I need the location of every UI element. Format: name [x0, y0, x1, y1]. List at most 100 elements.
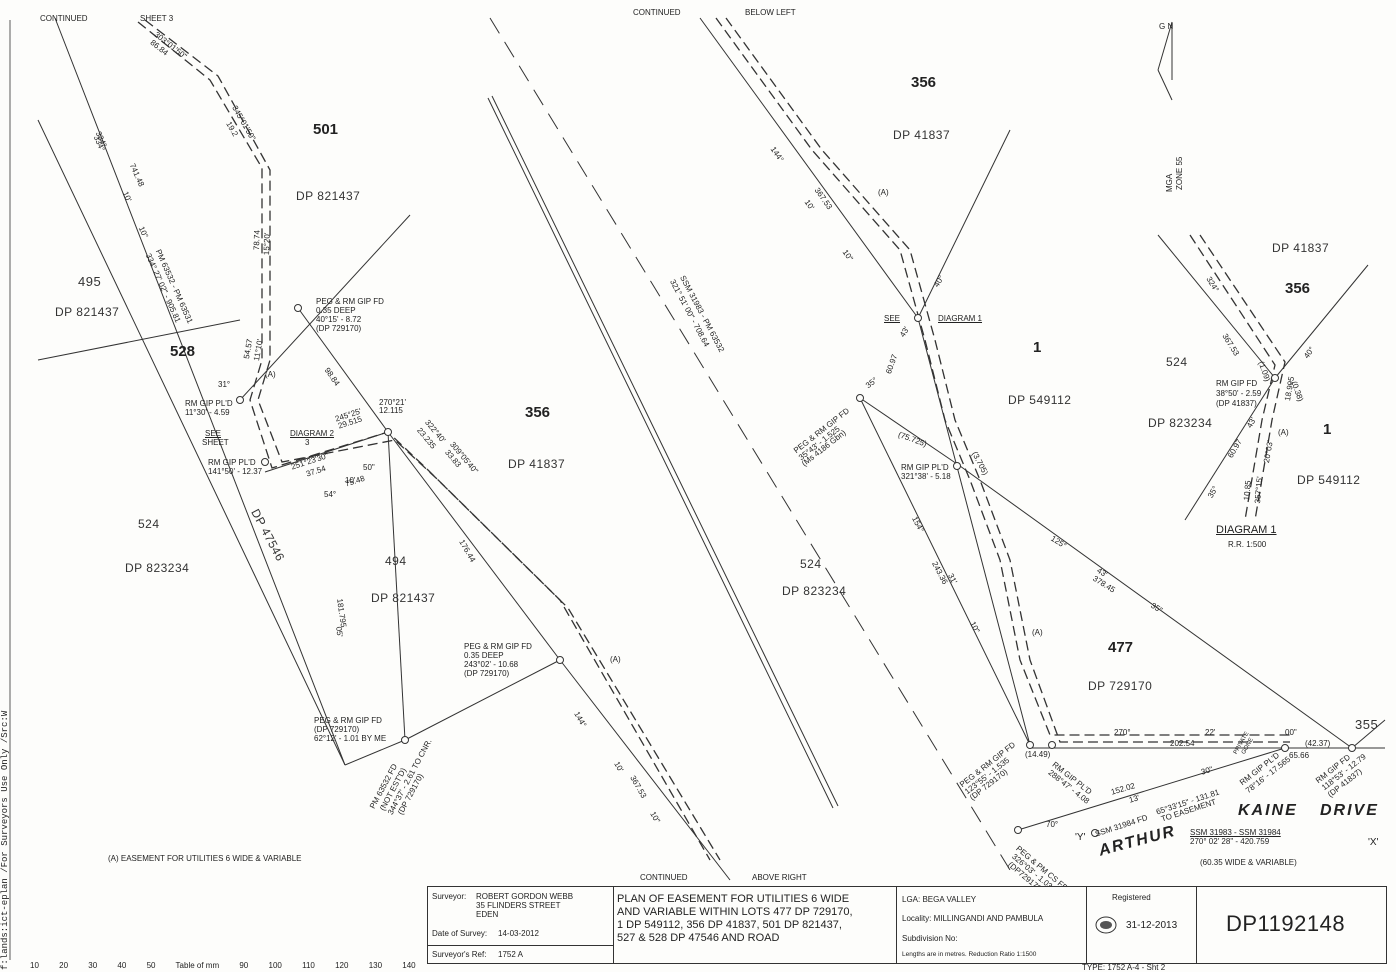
dim-22min: 22' [1205, 728, 1216, 737]
diagram-dim-1085: 10.85 [1242, 480, 1253, 501]
registered-cell: Registered 31-12-2013 [1086, 887, 1197, 963]
lot-355: 355 [1355, 717, 1379, 732]
scale-120: 120 [335, 961, 349, 970]
scale-100: 100 [268, 961, 282, 970]
ref-label: Surveyor's Ref: [432, 950, 487, 959]
surveyor-ref: 1752 A [498, 950, 523, 959]
lot-477: 477 [1108, 639, 1134, 656]
dim-54deg: 54° [324, 490, 337, 499]
road-drive: DRIVE [1320, 802, 1379, 819]
dim-78: 78.74 [252, 229, 262, 251]
plan-title-3: 1 DP 549112, 356 DP 41837, 501 DP 821437… [617, 919, 842, 931]
ssm-line-bearing: 270° 02' 28" - 420.759 [1190, 837, 1270, 846]
scale-90: 90 [239, 961, 249, 970]
diagram-dp-549112: DP 549112 [1297, 473, 1361, 487]
surveyor-name: ROBERT GORDON WEBB [476, 892, 574, 901]
type-sheet: TYPE: 1752 A-4 - Sht 2 [1082, 963, 1166, 972]
dim-15: 15°20' [262, 232, 272, 256]
road-kaine: KAINE [1238, 802, 1298, 819]
scale-30: 30 [88, 961, 98, 970]
continued-top-left: CONTINUED [40, 14, 88, 23]
lot-477-dp: DP 729170 [1088, 679, 1153, 693]
lga: LGA: BEGA VALLEY [902, 895, 977, 904]
easement-note: (A) EASEMENT FOR UTILITIES 6 WIDE & VARI… [108, 854, 302, 863]
plan-title-cell: PLAN OF EASEMENT FOR UTILITIES 6 WIDE AN… [613, 887, 897, 963]
lot-356-mid: 356 [525, 404, 551, 421]
dim-31: 31° [218, 380, 231, 389]
dim-00sec: 00" [1285, 728, 1297, 737]
lot-494-dp: DP 821437 [371, 591, 436, 605]
rm1-label: RM GIP PL'D [185, 399, 233, 408]
scale-110: 110 [302, 961, 315, 970]
dim-10min: 10' [345, 476, 356, 485]
diagram1-title: DIAGRAM 1 [1216, 524, 1277, 536]
plan-title-4: 527 & 528 DP 47546 AND ROAD [617, 932, 780, 944]
lot-524-right: 524 [800, 557, 822, 571]
lot-524-right-dp: DP 823234 [782, 584, 847, 598]
diagram2-sheet: 3 [305, 438, 310, 447]
survey-date: 14-03-2012 [498, 929, 539, 938]
rm3-bearing: 321°38' - 5.18 [901, 472, 951, 481]
lot-528: 528 [170, 343, 196, 360]
lot-501: 501 [313, 121, 339, 138]
lot-356-mid-dp: DP 41837 [508, 457, 566, 471]
see-sheet: SEE [205, 429, 222, 438]
plan-title-1: PLAN OF EASEMENT FOR UTILITIES 6 WIDE [617, 893, 850, 905]
scale-20: 20 [59, 961, 69, 970]
peg2-label: PEG & RM GIP FD [464, 642, 532, 651]
lot-501-dp: DP 821437 [296, 189, 361, 203]
peg2-dp: (DP 729170) [464, 669, 510, 678]
lengths-note: Lengths are in metres. Reduction Ratio 1… [902, 951, 1037, 958]
plan-title-2: AND VARIABLE WITHIN LOTS 477 DP 729170, [617, 906, 853, 918]
diagram-dp-823234: DP 823234 [1148, 416, 1213, 430]
dp-number: DP1192148 [1226, 911, 1346, 936]
rm1-bearing: 11°30' - 4.59 [185, 408, 230, 417]
below-left: BELOW LEFT [745, 8, 796, 17]
peg1-dp: (DP 729170) [316, 324, 362, 333]
diagram1-ref: DIAGRAM 1 [938, 314, 983, 323]
scale-140: 140 [402, 961, 416, 970]
rm2-label: RM GIP PL'D [208, 458, 256, 467]
diagram-lot-524: 524 [1166, 355, 1188, 369]
mga-label: MGA [1165, 173, 1174, 192]
subdivision: Subdivision No: [902, 934, 958, 943]
lot-356-top-dp: DP 41837 [893, 128, 951, 142]
title-block: Surveyor: ROBERT GORDON WEBB 35 FLINDERS… [427, 886, 1387, 964]
zone-label: ZONE 55 [1175, 156, 1184, 190]
dim-270: 270°21' [379, 398, 406, 407]
seal-icon [1095, 916, 1117, 934]
scale-10: 10 [30, 961, 39, 970]
diagram-rm-dp: (DP 41837) [1216, 399, 1257, 408]
point-x: 'X' [1368, 837, 1379, 848]
easement-a-1: (A) [265, 370, 276, 379]
lot-524-left-dp: DP 823234 [125, 561, 190, 575]
dim-05: 05' [334, 626, 345, 638]
easement-a-4: (A) [1032, 628, 1043, 637]
dim-50sec: 50" [363, 463, 375, 472]
dim-14: (14.49) [1025, 750, 1051, 759]
peg2-bearing: 243°02' - 10.68 [464, 660, 519, 669]
date-label: Date of Survey: [432, 929, 488, 938]
diagram-rm: RM GIP FD [1216, 379, 1258, 388]
diagram-lot-356: 356 [1285, 280, 1311, 297]
diagram-rm-bearing: 38°50' - 2.59 [1216, 389, 1262, 398]
lot-1-dp: DP 549112 [1008, 393, 1072, 407]
registered-label: Registered [1112, 893, 1151, 902]
surveyor-address-1: 35 FLINDERS STREET [476, 901, 561, 910]
dim-65: 65.66 [1289, 751, 1310, 760]
peg1-bearing: 40°15' - 8.72 [316, 315, 362, 324]
surveyor-cell: Surveyor: ROBERT GORDON WEBB 35 FLINDERS… [428, 887, 614, 963]
see-label: SEE [884, 314, 901, 323]
lot-524-left: 524 [138, 517, 160, 531]
dim-202: 202.54 [1170, 739, 1195, 748]
side-source-text: f:lands:ict-eplan /For Surveyors Use Onl… [0, 710, 10, 970]
lot-494: 494 [385, 554, 407, 568]
surveyor-label: Surveyor: [432, 892, 467, 901]
locality: Locality: MILLINGANDI AND PAMBULA [902, 914, 1044, 923]
peg1-label: PEG & RM GIP FD [316, 297, 384, 306]
road-width: (60.35 WIDE & VARIABLE) [1200, 858, 1297, 867]
easement-a-2: (A) [610, 655, 621, 664]
diagram-dp-41837: DP 41837 [1272, 241, 1330, 255]
diagram-lot-1: 1 [1323, 421, 1332, 438]
rm2-bearing: 141°50' - 12.37 [208, 467, 263, 476]
